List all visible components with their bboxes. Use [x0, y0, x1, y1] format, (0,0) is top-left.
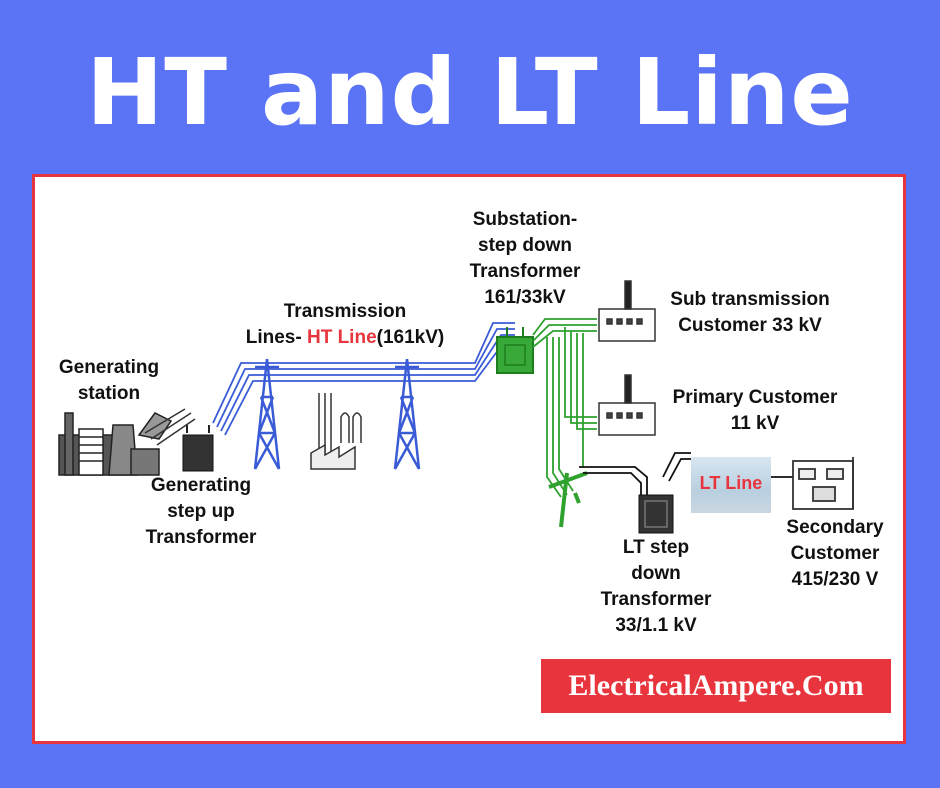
power-distribution-diagram — [58, 280, 854, 534]
brand-banner[interactable]: ElectricalAmpere.Com — [541, 659, 891, 713]
diagram-panel: LT Line Generating station Generating st… — [32, 174, 906, 744]
sub-transmission-customer-icon — [598, 280, 656, 342]
lt-line-label: LT Line — [699, 473, 763, 493]
lt-transformer-label: LT step down Transformer 33/1.1 kV — [600, 537, 712, 636]
substation-transformer-icon — [496, 327, 534, 374]
distribution-pole-icon — [548, 471, 588, 528]
transmission-lines-label: Transmission Lines- HT Line(161kV) — [245, 301, 445, 348]
secondary-customer-icon — [792, 457, 854, 510]
sub-transmission-customer-label: Sub transmission Customer 33 kV — [670, 289, 830, 336]
primary-customer-label: Primary Customer 11 kV — [672, 387, 838, 434]
primary-customer-icon — [598, 374, 656, 436]
lt-line-photo: LT Line — [691, 457, 771, 513]
step-up-transformer-icon — [144, 408, 214, 472]
transmission-tower-icon — [253, 358, 281, 470]
lt-transformer-icon — [638, 494, 674, 534]
secondary-customer-label: Secondary Customer 415/230 V — [786, 517, 884, 590]
page-title: HT and LT Line — [86, 39, 854, 146]
substation-label: Substation- step down Transformer 161/33… — [469, 209, 581, 308]
transmission-tower-icon — [393, 358, 421, 470]
generating-station-icon — [58, 412, 173, 476]
sub-transmission-line — [532, 318, 597, 498]
lt-line — [579, 452, 795, 495]
industrial-customer-icon — [310, 393, 362, 470]
generating-station-label: Generating station — [58, 357, 160, 404]
generating-transformer-label: Generating step up Transformer — [145, 475, 257, 548]
ht-line-label: HT Line — [306, 327, 377, 348]
